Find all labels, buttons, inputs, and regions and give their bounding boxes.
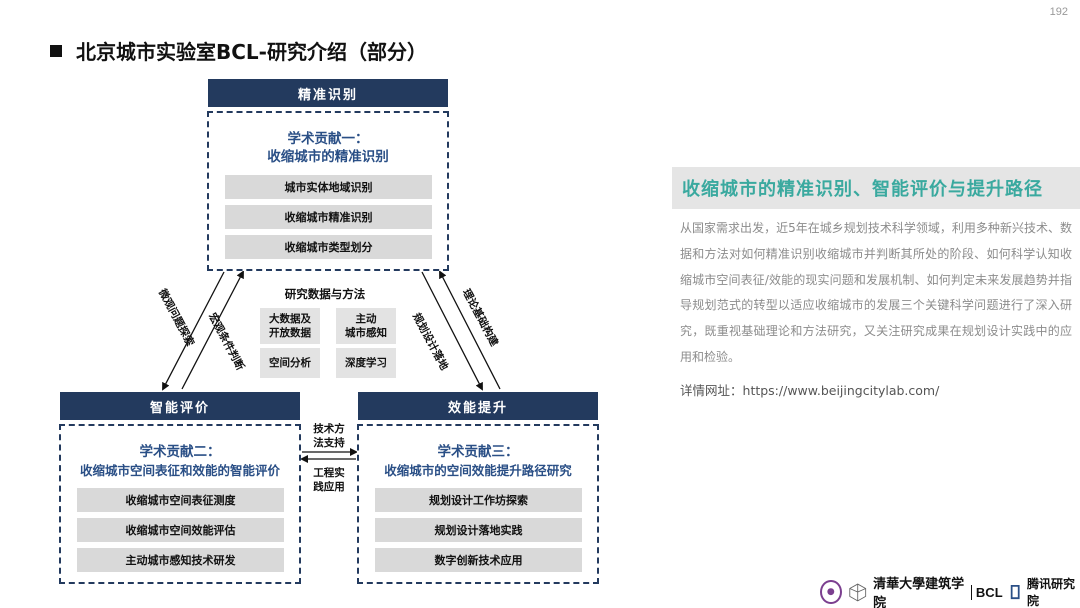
tencent-logo-icon: [1010, 584, 1020, 600]
slide-title: 北京城市实验室BCL-研究介绍（部分）: [76, 40, 427, 64]
side-panel-heading: 收缩城市的精准识别、智能评价与提升路径: [682, 179, 1043, 200]
right-item-3: 数字创新技术应用: [375, 548, 582, 572]
left-item-2: 收缩城市空间效能评估: [77, 518, 284, 542]
contribution-one-label: 学术贡献一：: [287, 131, 369, 147]
label-macro-judgement: 宏观条件判断: [205, 311, 247, 373]
side-panel-link-row: 详情网址：https://www.beijingcitylab.com/: [680, 380, 939, 399]
label-engineering-practice-line1: 工程实: [313, 467, 345, 479]
box-contribution-three: 学术贡献三： 收缩城市的空间效能提升路径研究 规划设计工作坊探索 规划设计落地实…: [357, 424, 599, 584]
box-contribution-two: 学术贡献二： 收缩城市空间表征和效能的智能评价 收缩城市空间表征测度 收缩城市空…: [59, 424, 301, 584]
contribution-three-label: 学术贡献三：: [437, 444, 519, 460]
method-big-data: 大数据及 开放数据: [260, 308, 320, 344]
tencent-research-logo: 腾讯研究院: [1027, 577, 1076, 608]
methods-title: 研究数据与方法: [284, 287, 366, 301]
contribution-two-title: 收缩城市空间表征和效能的智能评价: [79, 463, 280, 478]
website-link[interactable]: https://www.beijingcitylab.com/: [742, 383, 940, 398]
method-big-data-line1: 大数据及: [269, 313, 311, 325]
header-smart-evaluation: 智能评价: [60, 392, 300, 420]
footer-logos: ● 清華大學建筑学院 BCL 腾讯研究院: [820, 577, 1080, 608]
label-tech-support: 技术方 法支持: [306, 422, 352, 450]
label-tech-support-line1: 技术方: [313, 423, 345, 435]
right-item-1: 规划设计工作坊探索: [375, 488, 582, 512]
method-active-sensing-line2: 城市感知: [345, 327, 387, 339]
left-item-1: 收缩城市空间表征测度: [77, 488, 284, 512]
tsinghua-seal-icon: ●: [820, 580, 842, 604]
page-number: 192: [1049, 6, 1068, 18]
method-deep-learning: 深度学习: [336, 348, 396, 378]
box-contribution-one: 学术贡献一： 收缩城市的精准识别 城市实体地域识别 收缩城市精准识别 收缩城市类…: [207, 111, 449, 271]
contribution-three-title: 收缩城市的空间效能提升路径研究: [384, 463, 572, 478]
label-engineering-practice: 工程实 践应用: [306, 466, 352, 494]
contribution-two-label: 学术贡献二：: [139, 444, 221, 460]
top-item-2: 收缩城市精准识别: [225, 205, 432, 229]
right-item-2: 规划设计落地实践: [375, 518, 582, 542]
method-active-sensing: 主动 城市感知: [336, 308, 396, 344]
link-label: 详情网址：: [680, 383, 743, 398]
label-tech-support-line2: 法支持: [313, 437, 345, 449]
top-item-1: 城市实体地域识别: [225, 175, 432, 199]
header-precise-identification: 精准识别: [208, 79, 448, 107]
bcl-logo: BCL: [970, 584, 1003, 600]
contribution-one-title: 收缩城市的精准识别: [267, 149, 389, 165]
label-engineering-practice-line2: 践应用: [313, 481, 345, 493]
left-item-3: 主动城市感知技术研发: [77, 548, 284, 572]
method-big-data-line2: 开放数据: [269, 327, 311, 339]
architecture-cube-icon: [848, 583, 866, 602]
method-spatial-analysis: 空间分析: [260, 348, 320, 378]
header-efficiency-improvement: 效能提升: [358, 392, 598, 420]
label-micro-exploration: 微观问题探索: [155, 287, 197, 349]
label-planning-landing: 规划设计落地: [409, 311, 451, 373]
top-item-3: 收缩城市类型划分: [225, 235, 432, 259]
title-bullet-icon: [50, 44, 62, 57]
slide-title-row: 北京城市实验室BCL-研究介绍（部分）: [50, 36, 427, 65]
method-active-sensing-line1: 主动: [355, 313, 377, 325]
label-theory-building: 理论基础构建: [459, 287, 501, 349]
tsinghua-logo: 清華大學建筑学院: [873, 577, 965, 608]
side-panel-heading-banner: 收缩城市的精准识别、智能评价与提升路径: [672, 167, 1080, 209]
side-panel-paragraph: 从国家需求出发，近5年在城乡规划技术科学领域，利用多种新兴技术、数据和方法对如何…: [680, 221, 1072, 364]
